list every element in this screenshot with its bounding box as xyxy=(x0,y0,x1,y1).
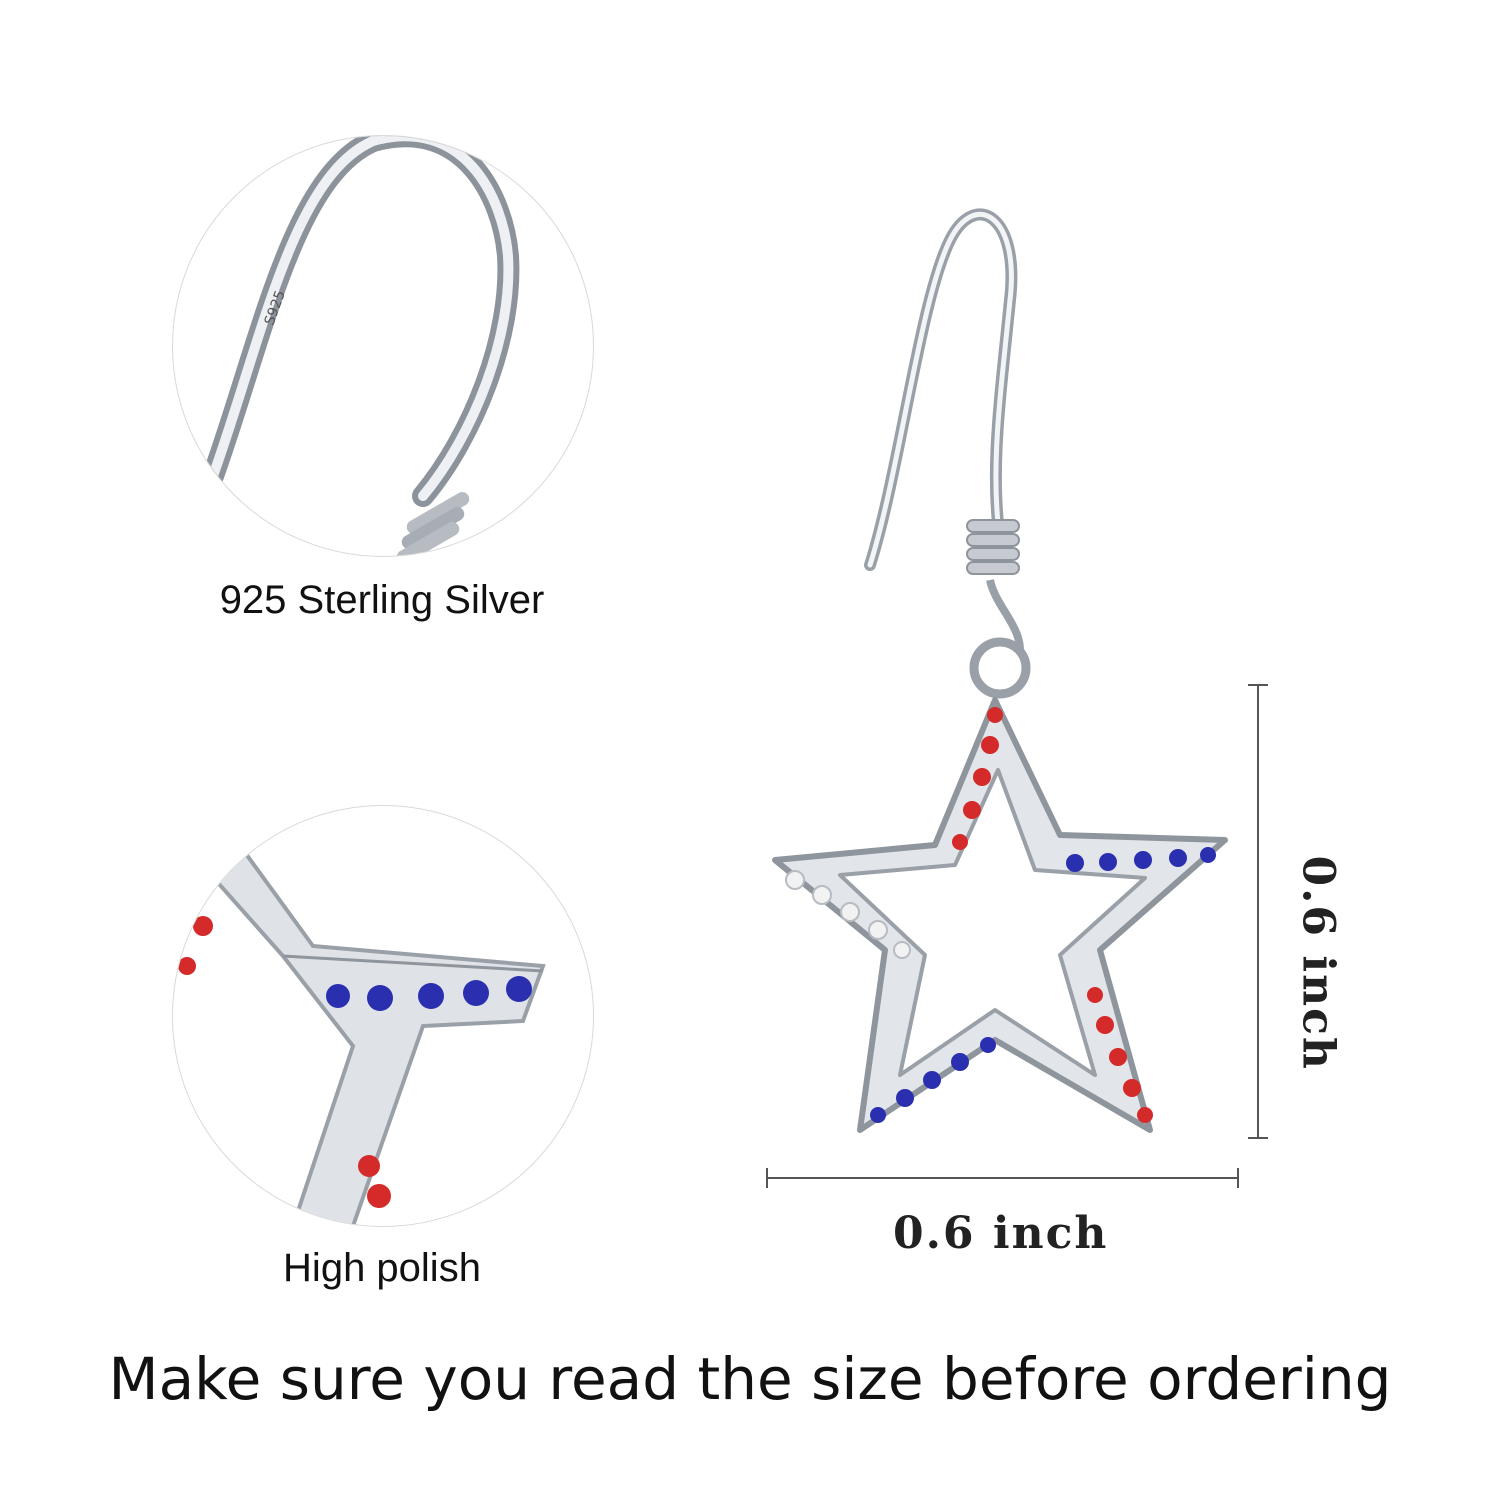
height-dimension-line xyxy=(1248,684,1268,1139)
polish-closeup-image xyxy=(178,832,546,1226)
height-label: 0.6 inch xyxy=(1292,855,1344,1071)
width-dimension-line xyxy=(766,1168,1239,1188)
blue-stones xyxy=(326,976,532,1011)
high-polish-caption: High polish xyxy=(283,1246,481,1290)
hook-detail-circle: S925 xyxy=(172,135,594,557)
blue-stones-right xyxy=(1066,847,1216,872)
ear-hook-icon xyxy=(864,208,1031,699)
hook-closeup-image: S925 xyxy=(202,136,520,556)
coil-icon xyxy=(396,492,470,556)
red-stones-right-leg xyxy=(1087,987,1153,1123)
red-stones xyxy=(178,916,391,1208)
size-notice: Make sure you read the size before order… xyxy=(108,1345,1392,1413)
sterling-silver-caption: 925 Sterling Silver xyxy=(219,578,545,622)
star-pendant-icon xyxy=(772,697,1228,1133)
red-stones-top xyxy=(952,707,1003,850)
blue-stones-bottom-left xyxy=(870,1037,996,1123)
width-label: 0.6 inch xyxy=(893,1208,1109,1259)
polish-detail-circle xyxy=(172,805,594,1227)
white-stones-left xyxy=(785,870,911,959)
